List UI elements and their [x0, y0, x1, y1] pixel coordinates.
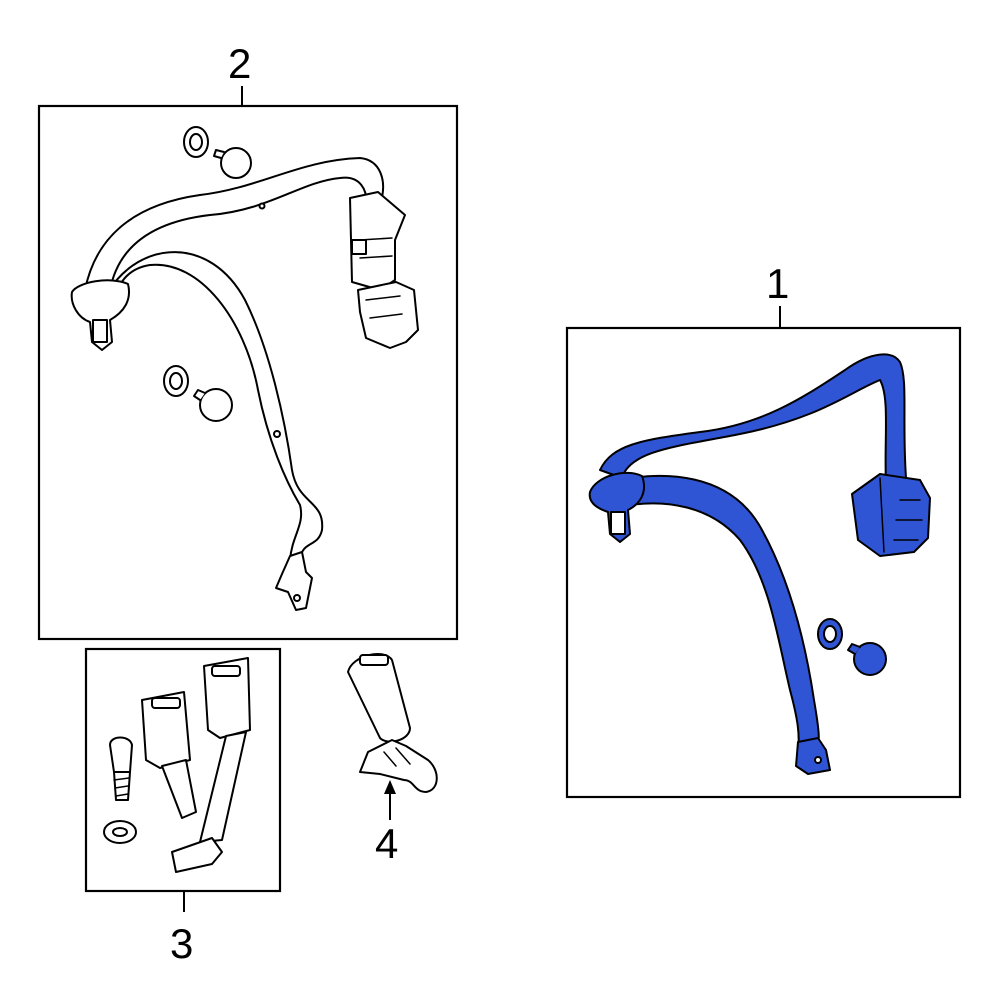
- guide-slot-blue: [610, 511, 626, 535]
- seat-belt-assembly-part-2[interactable]: [70, 126, 419, 611]
- callout-1-group[interactable]: 1: [565, 260, 962, 799]
- retractor-clip: [351, 239, 367, 255]
- belt-webbing-upper-blue: [599, 353, 907, 485]
- belt-retractor: [349, 191, 406, 291]
- callout-3-group[interactable]: 3: [84, 647, 282, 967]
- callout-2-group[interactable]: 2: [37, 40, 459, 641]
- belt-webbing-lower-blue: [619, 474, 820, 753]
- part-2-frame: [37, 104, 459, 641]
- anchor-bolt-hole: [293, 594, 301, 602]
- callout-1-label: 1: [766, 260, 789, 307]
- bolt-cap-lower: [163, 365, 233, 422]
- anchor-bolt: [109, 736, 133, 773]
- bolt-threads: [113, 777, 130, 797]
- upper-guide-d-ring: [70, 279, 130, 351]
- seat-belt-assembly-part-1[interactable]: [588, 353, 931, 775]
- callout-2-label: 2: [228, 40, 251, 87]
- callout-3-label: 3: [170, 920, 193, 967]
- buckle-strap-right: [199, 731, 247, 843]
- retractor-detail-lines: [359, 237, 403, 319]
- bolt-cap-part-1: [817, 618, 887, 676]
- bracket-detail: [383, 747, 411, 767]
- buckle-4-body: [347, 653, 411, 743]
- buckle-right-slot: [211, 665, 241, 677]
- buckle-anchor: [171, 837, 223, 873]
- guide-slot: [92, 319, 108, 343]
- lower-anchor-plate: [275, 551, 313, 611]
- bolt-cap-upper: [183, 126, 252, 179]
- buckle-4-slot: [359, 654, 389, 666]
- belt-retractor-blue: [851, 473, 931, 557]
- callout-4-arrowhead: [384, 780, 396, 794]
- lower-anchor-blue: [795, 737, 831, 775]
- buckle-assembly-part-3[interactable]: [103, 657, 251, 873]
- webbing-rivet-lower: [273, 430, 281, 438]
- part-1-frame: [565, 326, 962, 799]
- callout-4-group[interactable]: 4: [347, 653, 438, 867]
- washer-hole: [112, 827, 128, 837]
- anchor-bolt-hole-blue: [814, 756, 822, 764]
- buckle-4-bracket: [359, 739, 438, 793]
- webbing-rivet: [258, 202, 266, 210]
- buckle-part-4[interactable]: [347, 653, 438, 793]
- upper-guide-blue: [588, 471, 646, 543]
- callout-4-label: 4: [375, 820, 398, 867]
- buckle-strap-left: [161, 759, 197, 819]
- retractor-detail-blue: [879, 477, 923, 553]
- buckle-left-slot: [151, 697, 181, 709]
